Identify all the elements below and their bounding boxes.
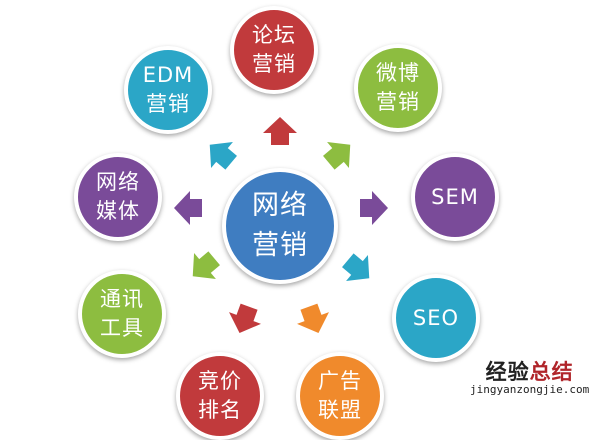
node-edm-marketing: EDM 营销 — [124, 46, 212, 134]
watermark: 经验总结 jingyanzongjie.com — [470, 356, 589, 396]
node-network-media: 网络媒体 — [74, 153, 162, 241]
arrow-left-icon — [174, 191, 202, 225]
node-label: 广告 — [318, 369, 362, 393]
node-weibo-marketing: 微博营销 — [354, 44, 442, 132]
arrow-up-right-icon — [317, 131, 362, 176]
arrow-down-icon — [292, 300, 335, 339]
arrow-down-left-icon — [181, 245, 226, 290]
watermark-url: jingyanzongjie.com — [470, 383, 590, 396]
node-label: 营销 — [252, 52, 296, 76]
node-forum-marketing: 论坛营销 — [230, 6, 318, 94]
node-sem: SEM — [411, 153, 499, 241]
node-im-tools: 通讯工具 — [78, 270, 166, 358]
arrow-down-right-icon — [336, 247, 381, 292]
arrow-up-left-icon — [198, 131, 243, 176]
arrow-right-icon — [360, 191, 388, 225]
node-label: 网络 — [96, 170, 140, 194]
watermark-text-red: 总结 — [529, 360, 574, 384]
node-label: 竞价 — [198, 369, 242, 393]
node-label: 微博 — [376, 61, 420, 85]
node-label: 排名 — [198, 398, 242, 422]
node-label: EDM — [142, 63, 194, 87]
node-label: 联盟 — [318, 398, 362, 422]
node-seo: SEO — [392, 274, 480, 362]
node-label: SEM — [431, 184, 479, 209]
arrow-up-icon — [263, 117, 297, 145]
arrow-down-icon — [223, 300, 266, 339]
node-label: SEO — [412, 305, 460, 330]
node-ad-alliance: 广告联盟 — [296, 352, 384, 440]
node-label: 营销 — [252, 230, 308, 261]
node-network-marketing: 网络营销 — [222, 168, 338, 284]
watermark-text: 经验 — [485, 360, 530, 384]
node-label: 论坛 — [252, 23, 296, 47]
node-bidding-ranking: 竞价排名 — [176, 352, 264, 440]
node-label: 营销 — [376, 90, 420, 114]
node-label: 工具 — [100, 316, 144, 340]
node-label: 网络 — [252, 190, 308, 221]
node-label: 营销 — [146, 92, 190, 116]
node-label: 媒体 — [96, 199, 140, 223]
node-label: 通讯 — [100, 287, 144, 311]
